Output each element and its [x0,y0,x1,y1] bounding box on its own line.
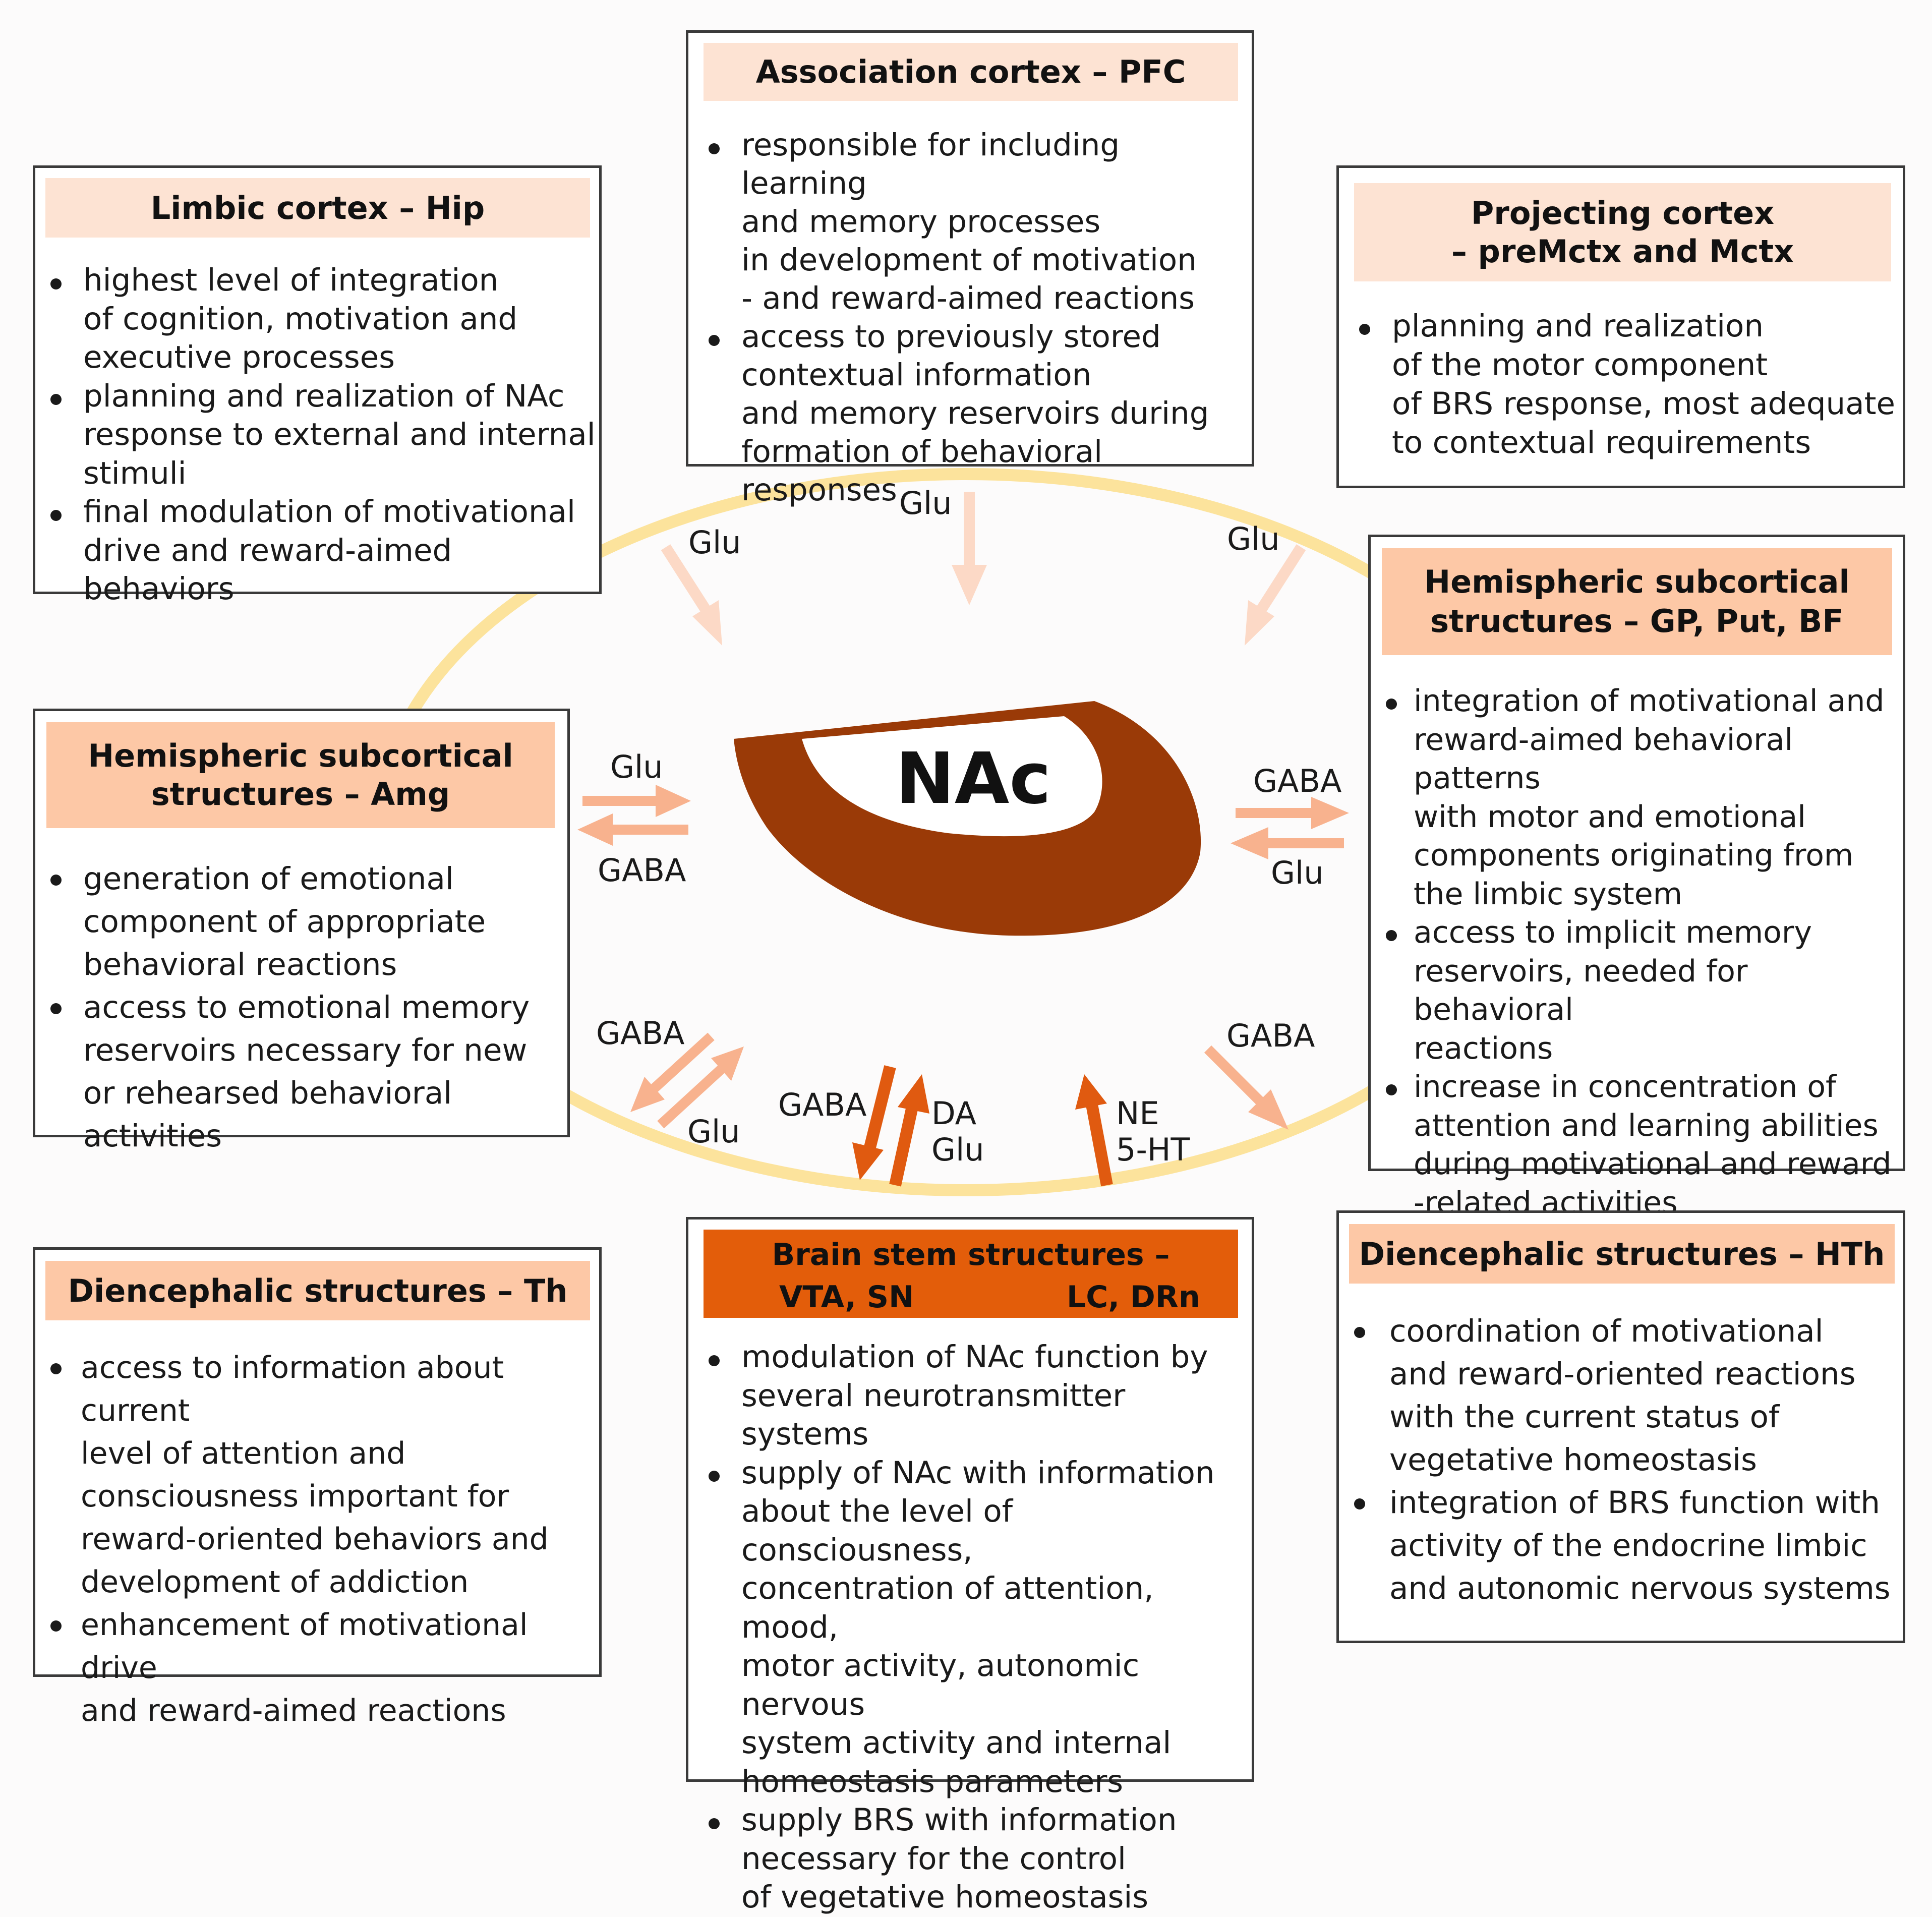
mctx-title: Projecting cortex – preMctx and Mctx [1354,183,1891,281]
arrow-nac-to-gp [1236,797,1349,829]
hth-bullet-2: integration of BRS function with activit… [1339,1481,1906,1610]
label-th-gaba: GABA [596,1015,685,1052]
hip-bullet-2: planning and realization of NAc response… [35,377,600,493]
pfc-bullets: responsible for including learning and m… [693,126,1248,509]
amg-bullet-2: access to emotional memory reservoirs ne… [35,986,570,1157]
arrow-lc-to-nac [1075,1074,1113,1187]
pfc-bullet-1: responsible for including learning and m… [693,126,1248,318]
arrow-hip-to-nac [661,544,722,646]
pfc-title: Association cortex – PFC [704,43,1238,101]
label-vta-da-glu: DA Glu [931,1095,984,1168]
gp-bullet-2: access to implicit memory reservoirs, ne… [1371,913,1905,1068]
nac-label: NAc [895,738,1051,820]
pfc-bullet-2: access to previously stored contextual i… [693,318,1248,509]
stem-bullet-1: modulation of NAc function by several ne… [693,1338,1253,1454]
arrow-th-to-nac [657,1047,744,1129]
pfc-box: Association cortex – PFC responsible for… [686,30,1254,508]
label-amg-glu: Glu [610,748,663,785]
hip-bullets: highest level of integration of cognitio… [35,261,600,609]
arrow-nac-to-hth [1204,1045,1289,1130]
nac-inner [802,716,1102,837]
label-th-glu: Glu [687,1113,740,1150]
hip-title: Limbic cortex – Hip [45,178,590,238]
arrow-nac-to-th [630,1032,715,1112]
hth-bullet-1: coordination of motivational and reward-… [1339,1310,1906,1481]
amg-box: Hemispheric subcortical structures – Amg… [33,709,570,1154]
stem-bullet-3: supply BRS with information necessary fo… [693,1801,1253,1917]
arrow-nac-to-vta [852,1065,896,1180]
label-vta-gaba: GABA [778,1086,867,1123]
stem-title: Brain stem structures – VTA, SN LC, DRn [704,1230,1238,1318]
th-bullet-2: enhancement of motivational drive and re… [35,1604,603,1732]
hip-bullet-3: final modulation of motivational drive a… [35,493,600,609]
label-top-left-glu: Glu [688,524,741,561]
arrow-gp-to-nac [1231,827,1344,859]
gp-bullet-3: increase in concentration of attention a… [1371,1068,1905,1222]
hth-bullets: coordination of motivational and reward-… [1339,1310,1906,1610]
arrow-pfc-to-nac [952,492,987,605]
th-bullets: access to information about current leve… [35,1347,603,1732]
hth-box: Diencephalic structures – HTh coordinati… [1336,1210,1905,1643]
label-lc-ne-5ht: NE 5-HT [1116,1095,1190,1168]
th-title: Diencephalic structures – Th [45,1261,590,1320]
th-bullet-1: access to information about current leve… [35,1347,603,1604]
label-top-right-glu: Glu [1227,520,1280,557]
gp-bullet-1: integration of motivational and reward-a… [1371,682,1905,913]
arrow-vta-to-nac [889,1074,929,1187]
hip-box: Limbic cortex – Hip highest level of int… [33,165,602,607]
label-top-glu: Glu [899,485,952,521]
arrow-mctx-to-nac [1245,544,1306,646]
th-box: Diencephalic structures – Th access to i… [33,1247,602,1728]
amg-title: Hemispheric subcortical structures – Amg [46,722,555,828]
gp-box: Hemispheric subcortical structures – GP,… [1368,535,1905,1221]
gp-bullets: integration of motivational and reward-a… [1371,682,1905,1222]
label-amg-gaba: GABA [598,852,686,889]
arrow-amg-to-nac [582,785,691,817]
stem-bullets: modulation of NAc function by several ne… [693,1338,1253,1917]
hth-title: Diencephalic structures – HTh [1349,1224,1895,1284]
stem-box: Brain stem structures – VTA, SN LC, DRn … [686,1217,1254,1915]
amg-bullet-1: generation of emotional component of app… [35,857,570,986]
connection-diagram [372,468,1559,1196]
mctx-bullet-1: planning and realization of the motor co… [1344,307,1904,462]
mctx-box: Projecting cortex – preMctx and Mctx pla… [1336,165,1905,488]
stem-bullet-2: supply of NAc with information about the… [693,1454,1253,1802]
amg-bullets: generation of emotional component of app… [35,857,570,1157]
label-gp-glu: Glu [1271,854,1324,891]
hip-bullet-1: highest level of integration of cognitio… [35,261,600,377]
gp-title: Hemispheric subcortical structures – GP,… [1382,548,1892,655]
label-hth-gaba: GABA [1226,1017,1315,1054]
mctx-bullets: planning and realization of the motor co… [1344,307,1904,462]
label-gp-gaba: GABA [1253,763,1342,799]
arrow-nac-to-amg [577,814,688,846]
